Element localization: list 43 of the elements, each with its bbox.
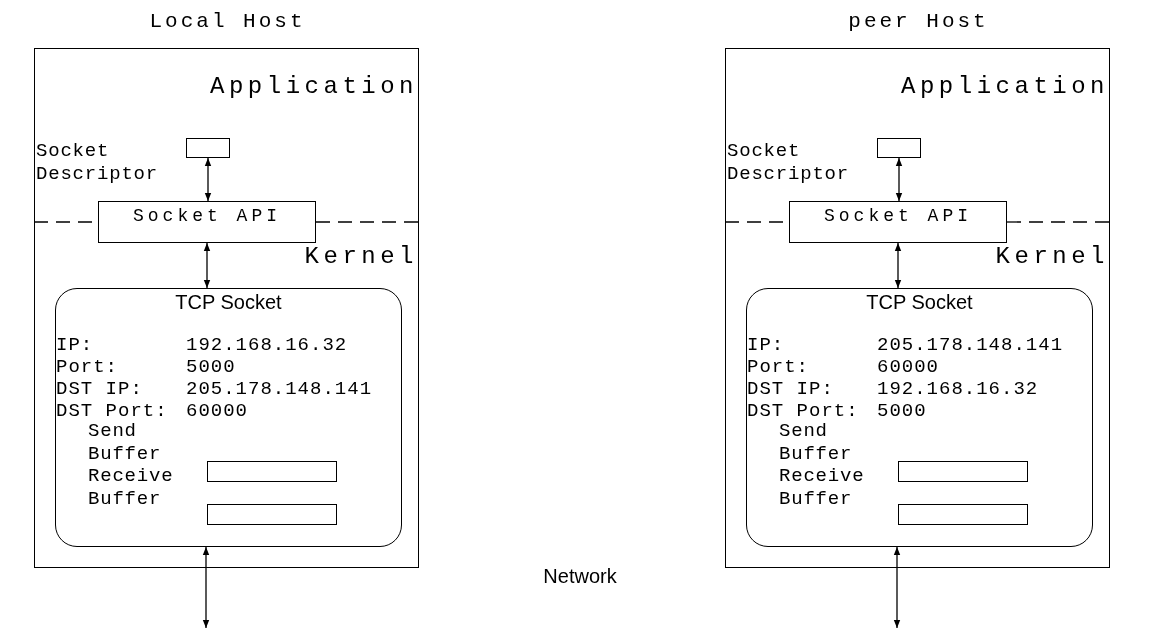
box-title: TCP Socket: [174, 291, 283, 314]
network-label: Network: [542, 565, 618, 588]
box-label: Socket API: [132, 205, 282, 228]
field-label: Port:: [56, 356, 118, 378]
arrow: [893, 546, 901, 629]
host-title: peer Host: [847, 9, 990, 35]
field-value: 5000: [877, 400, 927, 422]
host-title: Local Host: [148, 9, 307, 35]
field-value: 5000: [186, 356, 236, 378]
field-label: DST Port:: [56, 400, 168, 422]
box-caption: Socket Descriptor: [36, 140, 160, 186]
box-caption: Send Buffer: [88, 420, 163, 466]
box-caption: Receive Buffer: [88, 465, 175, 511]
arrow: [895, 157, 903, 202]
field-label: DST IP:: [56, 378, 143, 400]
box-caption: Receive Buffer: [779, 465, 866, 511]
layer-label: Kernel: [995, 243, 1109, 271]
layer-label: Kernel: [304, 243, 418, 271]
box-title: TCP Socket: [865, 291, 974, 314]
field-value: 60000: [186, 400, 248, 422]
arrow: [894, 242, 902, 289]
field-value: 192.168.16.32: [186, 334, 348, 356]
layer-label: Application: [901, 73, 1109, 101]
arrow: [202, 546, 210, 629]
socket-box: [746, 288, 1093, 547]
field-value: 60000: [877, 356, 939, 378]
api-box: [98, 201, 316, 243]
field-label: DST IP:: [747, 378, 834, 400]
arrow: [203, 242, 211, 289]
field-value: 205.178.148.141: [186, 378, 373, 400]
field-value: 205.178.148.141: [877, 334, 1064, 356]
box-caption: Send Buffer: [779, 420, 854, 466]
box-label: Socket API: [823, 205, 973, 228]
field-label: IP:: [56, 334, 94, 356]
field-value: 192.168.16.32: [877, 378, 1039, 400]
field-label: IP:: [747, 334, 785, 356]
arrow: [204, 157, 212, 202]
box-caption: Socket Descriptor: [727, 140, 851, 186]
api-box: [789, 201, 1007, 243]
field-label: Port:: [747, 356, 809, 378]
layer-label: Application: [210, 73, 418, 101]
socket-box: [55, 288, 402, 547]
field-label: DST Port:: [747, 400, 859, 422]
